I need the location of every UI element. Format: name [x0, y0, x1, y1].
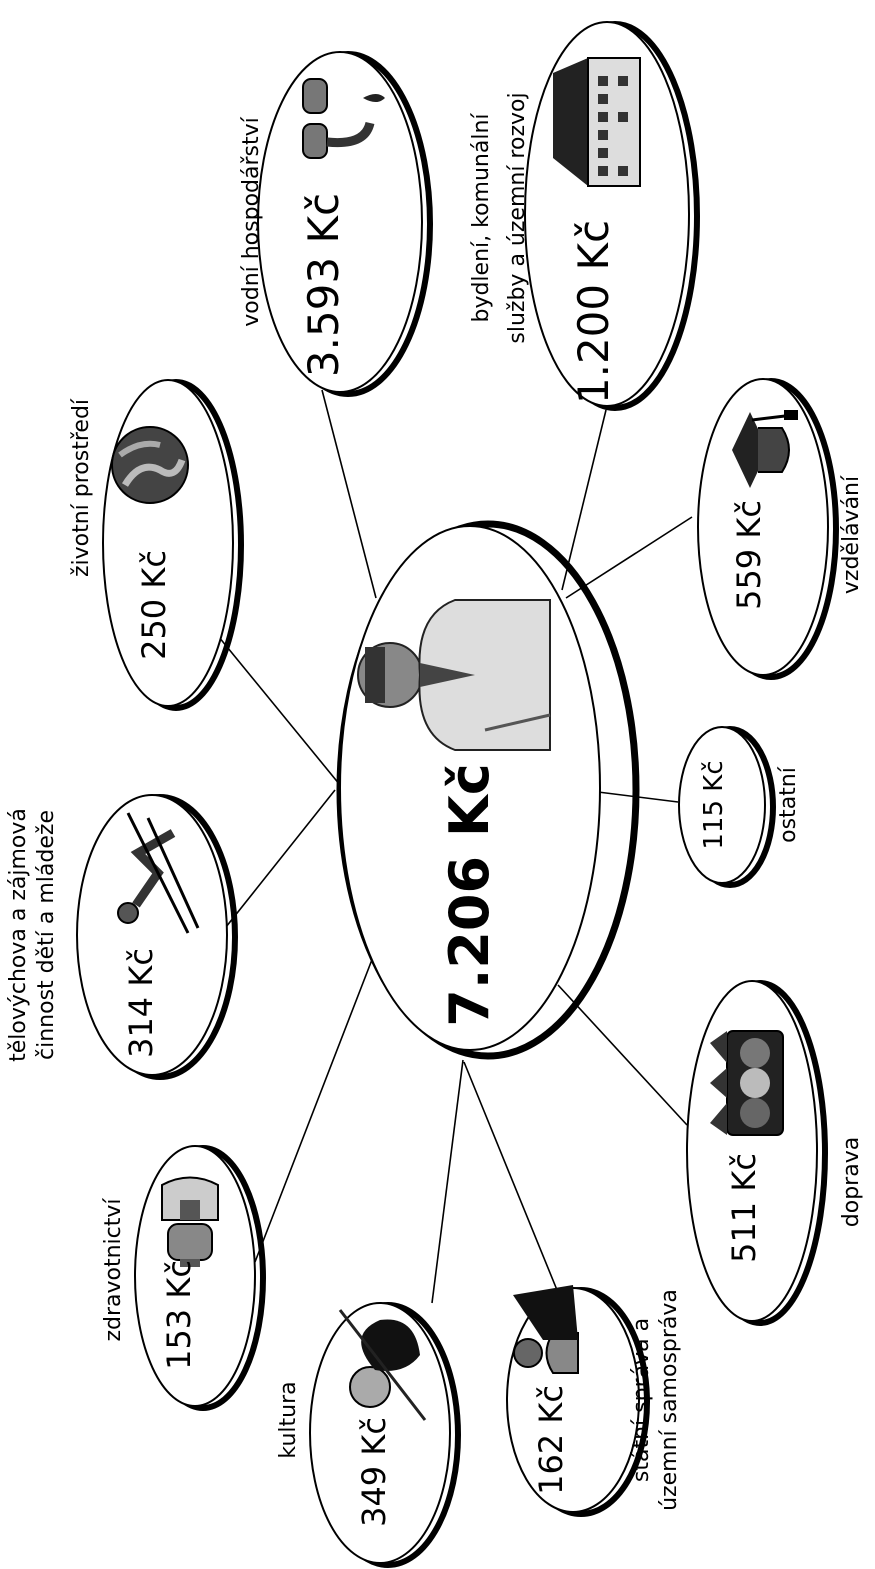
node-label: státní správa a: [629, 1318, 654, 1482]
node-label: tělovýchova a zájmová: [6, 808, 31, 1062]
node-label: činnost dětí a mládeže: [34, 810, 59, 1060]
node-ellipse: [678, 726, 766, 884]
official-at-desk-icon: [513, 1285, 579, 1374]
node-doprava: 511 Kč doprava: [686, 980, 864, 1326]
connector-doprava: [557, 984, 688, 1126]
connector-statni-sprava: [463, 1061, 558, 1291]
center-node: 7.206 Kč: [336, 520, 640, 1060]
node-label: zdravotnictví: [101, 1198, 126, 1342]
node-value: 349 Kč: [355, 1417, 393, 1527]
node-ellipse: [309, 1302, 451, 1564]
node-label: doprava: [839, 1137, 864, 1227]
node-ostatni: 115 Kč ostatní: [678, 726, 801, 888]
node-ellipse: [76, 794, 228, 1076]
globe-icon: [111, 426, 189, 504]
node-value: 559 Kč: [730, 500, 768, 610]
node-vzdelavani: 559 Kč vzdělávání: [697, 378, 864, 680]
node-zivotni-prostredi: 250 Kč životní prostředí: [69, 379, 244, 711]
node-value: 162 Kč: [532, 1385, 570, 1495]
node-vodni-hospodarstvi: 3.593 Kč vodní hospodářství: [239, 51, 433, 397]
node-label: služby a územní rozvoj: [505, 92, 530, 343]
node-value: 3.593 Kč: [299, 193, 348, 377]
traffic-light-icon: [710, 1030, 784, 1136]
node-kultura: 349 Kč kultura: [276, 1302, 461, 1568]
node-zdravotnictvi: 153 Kč zdravotnictví: [101, 1145, 266, 1411]
node-bydleni: 1.200 Kč bydlení, komunální služby a územn…: [469, 21, 700, 411]
node-label: kultura: [276, 1381, 301, 1458]
node-label: vodní hospodářství: [239, 116, 264, 326]
node-label: územní samospráva: [657, 1289, 682, 1511]
node-label: vzdělávání: [839, 475, 864, 594]
node-value: 1.200 Kč: [569, 220, 618, 404]
connector-vodni-hospodarstvi: [321, 389, 377, 599]
node-ellipse: [686, 980, 818, 1322]
skier-icon: [117, 812, 200, 934]
node-label: ostatní: [776, 766, 801, 843]
node-ellipse: [257, 51, 423, 393]
node-label: životní prostředí: [69, 398, 94, 577]
node-label: bydlení, komunální: [469, 113, 494, 323]
medicine-bottle-icon: [161, 1176, 219, 1267]
violinist-icon: [338, 1309, 427, 1421]
person-photo-icon: [357, 599, 551, 751]
connector-kultura: [431, 1059, 464, 1304]
node-ellipse: [697, 378, 829, 676]
center-value: 7.206 Kč: [438, 763, 501, 1026]
water-faucet-icon: [302, 78, 385, 159]
node-value: 115 Kč: [699, 760, 729, 849]
house-icon: [553, 57, 641, 187]
node-value: 314 Kč: [122, 948, 160, 1058]
connector-telovychova: [221, 789, 336, 933]
connector-bydleni: [561, 409, 607, 591]
connector-vzdelavani: [565, 516, 693, 599]
connector-zdravotnictvi: [254, 956, 374, 1263]
node-value: 250 Kč: [135, 550, 173, 660]
graduation-cap-icon: [732, 410, 798, 488]
node-value: 153 Kč: [160, 1260, 198, 1370]
node-value: 511 Kč: [725, 1153, 763, 1263]
